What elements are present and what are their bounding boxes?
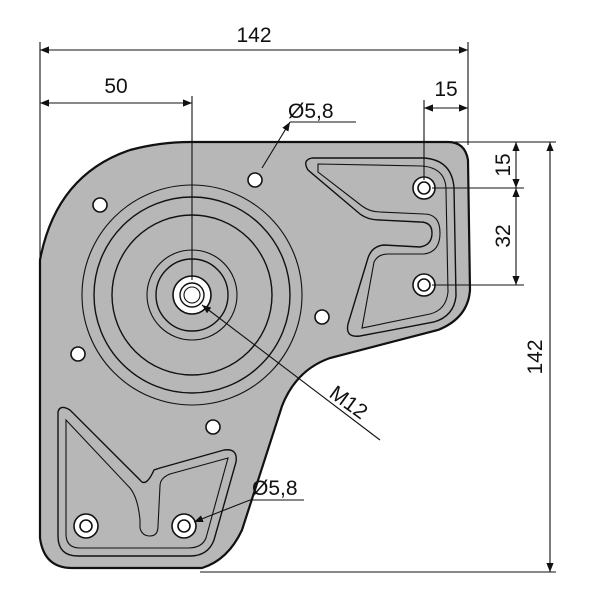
dim-hole-spacing: 32 (492, 224, 515, 247)
bottom-slot-hole-left (79, 519, 93, 533)
mounting-hole-top (247, 172, 263, 188)
lower-slot-recess (57, 406, 237, 557)
slot-hole-lower (417, 278, 431, 292)
mounting-hole-bottom (205, 419, 221, 435)
dim-overall-width: 142 (236, 24, 271, 47)
upper-slot-inner (317, 163, 449, 329)
dim-edge-horizontal: 15 (434, 78, 457, 101)
dim-center-offset: 50 (104, 75, 127, 98)
bottom-slot-hole-right (177, 519, 191, 533)
center-thread-hole (179, 282, 205, 308)
mounting-hole-right (314, 309, 330, 325)
callout-center-thread: M12 (325, 381, 372, 424)
mounting-hole-left-lower (70, 346, 86, 362)
leader-bottom-diameter (193, 499, 251, 523)
lower-slot-inner (65, 418, 229, 549)
slot-hole-upper (417, 181, 431, 195)
dim-overall-height: 142 (524, 339, 547, 374)
dim-edge-vertical: 15 (492, 153, 515, 176)
upper-slot-recess (305, 157, 457, 337)
callout-top-diameter: Ø5,8 (288, 100, 334, 123)
leader-top-diameter (261, 121, 291, 169)
center-thread-inner (183, 286, 201, 304)
leader-center-thread (201, 304, 381, 441)
callout-bottom-diameter: Ø5,8 (252, 477, 298, 500)
mounting-hole-left-upper (92, 197, 108, 213)
base-plate (38, 140, 472, 570)
center-boss (172, 275, 212, 315)
